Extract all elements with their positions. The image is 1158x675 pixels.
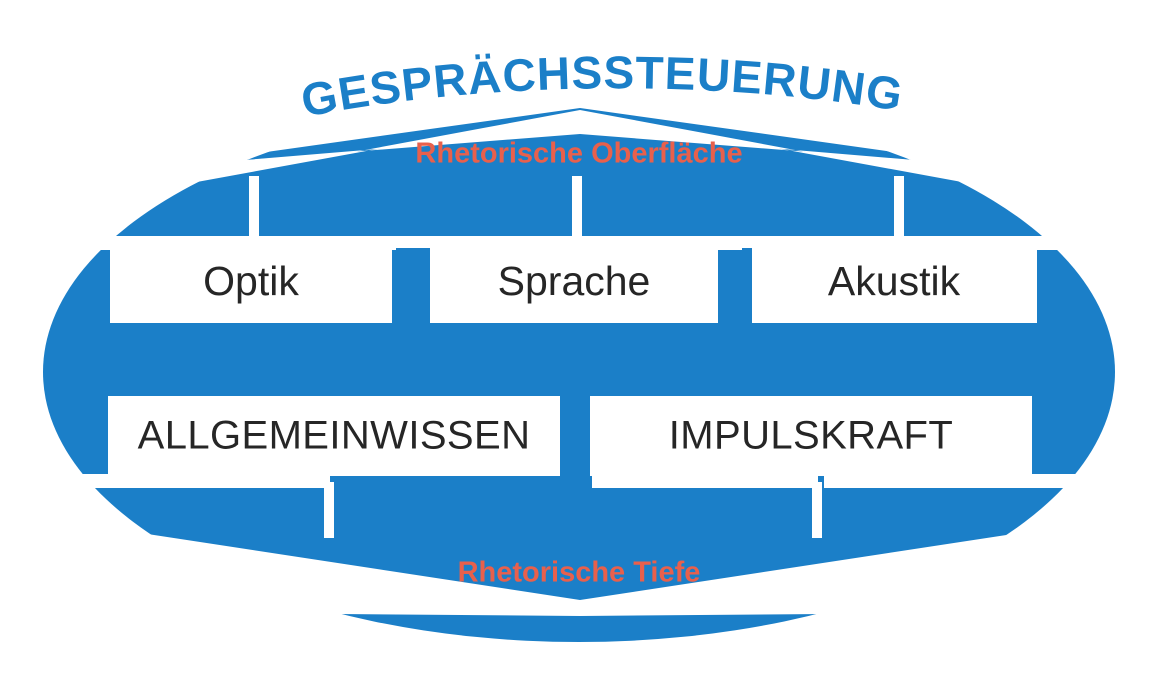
- box-optik-label: Optik: [203, 258, 299, 304]
- box-optik[interactable]: Optik: [110, 240, 392, 323]
- box-sprache-label: Sprache: [498, 258, 651, 304]
- layer-oberflaeche-items: Optik Sprache Akustik: [110, 240, 1037, 323]
- box-akustik[interactable]: Akustik: [752, 240, 1037, 323]
- layer-tiefe-items: ALLGEMEINWISSEN IMPULSKRAFT: [108, 396, 1032, 476]
- box-sprache[interactable]: Sprache: [430, 240, 718, 323]
- layer-label-tiefe: Rhetorische Tiefe: [458, 557, 701, 589]
- box-allgemeinwissen-label: ALLGEMEINWISSEN: [138, 414, 531, 458]
- box-impulskraft-label: IMPULSKRAFT: [669, 414, 953, 458]
- layer-label-oberflaeche: Rhetorische Oberfläche: [415, 138, 742, 170]
- box-allgemeinwissen[interactable]: ALLGEMEINWISSEN: [108, 396, 560, 476]
- box-impulskraft[interactable]: IMPULSKRAFT: [590, 396, 1032, 476]
- box-akustik-label: Akustik: [828, 258, 961, 304]
- ellipse-body: [43, 102, 1115, 642]
